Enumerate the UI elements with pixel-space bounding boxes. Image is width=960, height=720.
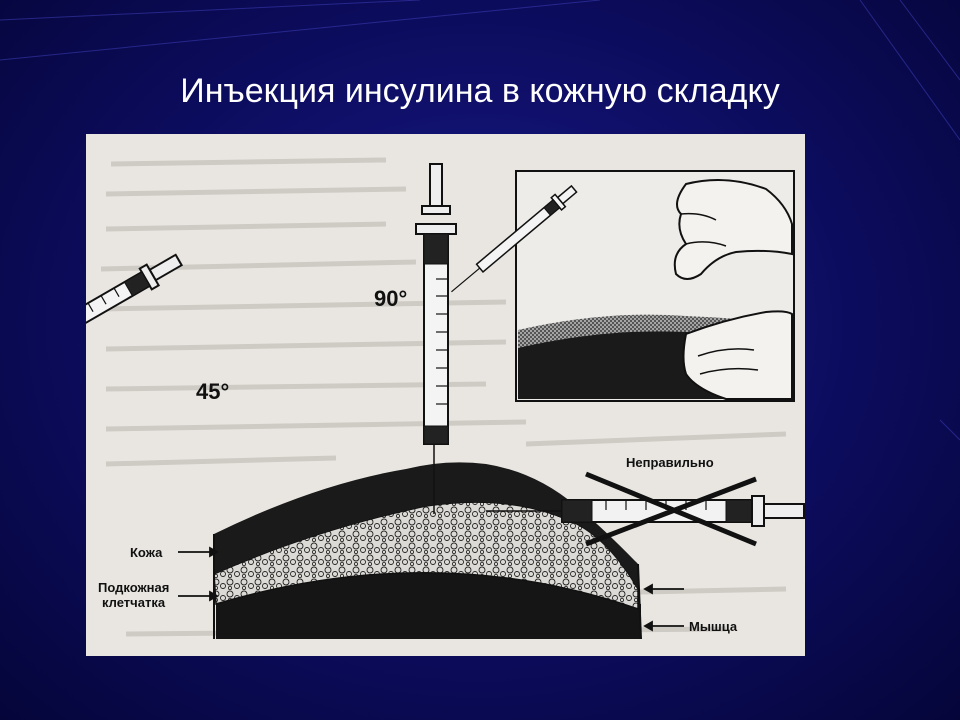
- subcutaneous-label-line2: клетчатка: [102, 595, 166, 610]
- wrong-label: Неправильно: [626, 455, 714, 470]
- injection-diagram: 45° 90°: [86, 134, 805, 656]
- muscle-label: Мышца: [689, 619, 738, 634]
- angle-90-label: 90°: [374, 286, 407, 311]
- syringe-45: [86, 253, 184, 378]
- skin-layer: [214, 462, 638, 589]
- slide-title: Инъекция инсулина в кожную складку: [180, 72, 780, 110]
- skin-label: Кожа: [130, 545, 163, 560]
- angle-45-label: 45°: [196, 379, 229, 404]
- diagram-svg: 45° 90°: [86, 157, 805, 640]
- inset-pinch-illustration: [451, 170, 795, 402]
- syringe-90: [415, 163, 457, 514]
- syringe-wrong: [486, 471, 805, 547]
- label-arrows: [178, 546, 684, 632]
- skin-fold: [213, 462, 642, 640]
- subcutaneous-label-line1: Подкожная: [98, 580, 169, 595]
- muscle-layer: [216, 569, 641, 639]
